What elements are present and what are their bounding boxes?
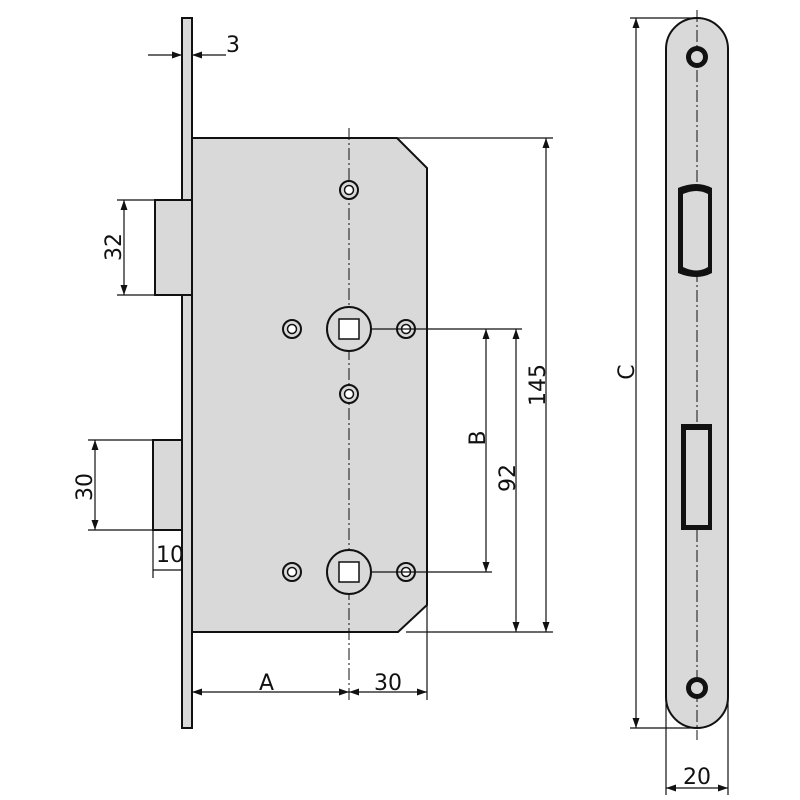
label-faceplate-width: 20 <box>683 765 711 790</box>
label-distance-b: B <box>466 430 491 445</box>
dim-bolt-height: 30 <box>73 439 153 531</box>
latch-opening-inner <box>683 191 708 271</box>
faceplate-front-view <box>665 10 729 740</box>
screw-hole-left-lower <box>282 562 302 582</box>
screw-hole-middle <box>339 384 359 404</box>
dim-bolt-throw: 10 <box>152 530 184 578</box>
screw-hole-left-upper <box>282 319 302 339</box>
label-handle-to-edge: 30 <box>374 671 402 696</box>
dim-backset: A <box>192 671 349 696</box>
label-backset: A <box>259 671 274 696</box>
label-body-height: 145 <box>526 364 551 406</box>
label-distance-92: 92 <box>496 464 521 492</box>
forend-plate <box>181 17 193 729</box>
dimensions-front-view: C 20 <box>615 17 729 795</box>
label-faceplate-thickness: 3 <box>226 33 240 58</box>
dim-distance-b: B <box>466 329 491 572</box>
lock-case <box>191 137 428 633</box>
dim-latch-height: 32 <box>102 199 155 296</box>
screw-hole-top <box>339 180 359 200</box>
dim-faceplate-length: C <box>615 17 697 729</box>
dim-body-height: 145 <box>397 137 553 633</box>
faceplate-screw-hole-top <box>686 46 708 68</box>
label-faceplate-length: C <box>615 364 640 379</box>
faceplate-screw-hole-bottom <box>686 677 708 699</box>
dimensions-side-view: 3 32 30 10 A <box>73 33 553 700</box>
bolt-opening-inner <box>686 430 708 525</box>
handle-spindle-hole <box>326 306 372 352</box>
label-latch-height: 32 <box>102 233 127 261</box>
dim-faceplate-thickness: 3 <box>148 33 240 59</box>
dead-bolt <box>152 439 183 531</box>
label-bolt-height: 30 <box>73 473 98 501</box>
dim-handle-to-edge: 30 <box>349 605 428 700</box>
dim-distance-92: 92 <box>406 329 522 633</box>
lock-side-view <box>152 17 522 729</box>
dim-faceplate-width: 20 <box>665 700 729 795</box>
turn-spindle-hole <box>326 549 372 595</box>
label-bolt-throw: 10 <box>156 543 184 568</box>
